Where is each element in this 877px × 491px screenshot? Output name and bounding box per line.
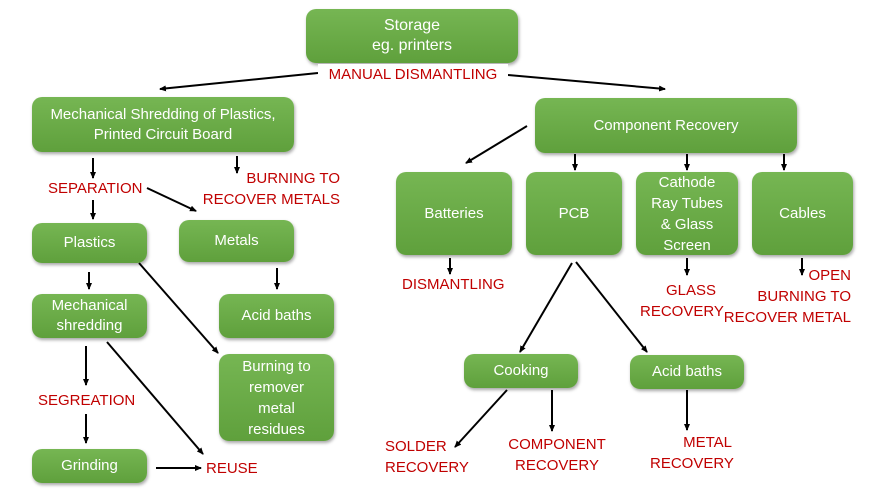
node-mechanical-shredding: Mechanical shredding <box>32 294 147 338</box>
label-component-recovery: COMPONENT RECOVERY <box>508 436 606 474</box>
node-acid-baths-right: Acid baths <box>630 355 744 389</box>
label-burning-recover-metals: BURNING TO RECOVER METALS <box>202 170 340 208</box>
label-glass-recovery: GLASS RECOVERY <box>640 282 724 320</box>
label-open-burning: OPEN BURNING TO RECOVER METAL <box>723 267 851 326</box>
arrow-mech-reuse <box>106 341 204 455</box>
node-storage: Storage eg. printers <box>306 9 518 63</box>
node-cables: Cables <box>752 172 853 255</box>
node-component-recovery: Component Recovery <box>535 98 797 153</box>
node-burning-to-remover: Burning to remover metal residues <box>219 354 334 441</box>
label-manual-dismantling: MANUAL DISMANTLING <box>318 64 508 85</box>
node-acid-baths-left: Acid baths <box>219 294 334 338</box>
label-reuse: REUSE <box>206 460 258 477</box>
arrow-manual-right <box>507 74 666 92</box>
label-metal-recovery: METAL RECOVERY <box>650 434 734 472</box>
node-metals: Metals <box>179 220 294 262</box>
label-dismantling: DISMANTLING <box>402 276 505 293</box>
node-cooking: Cooking <box>464 354 578 388</box>
node-plastics: Plastics <box>32 223 147 263</box>
node-pcb: PCB <box>526 172 622 255</box>
node-cathode-ray-tubes: Cathode Ray Tubes & Glass Screen <box>636 172 738 255</box>
arrow-cooking-solder <box>454 389 508 448</box>
arrow-plastics-burning <box>138 262 219 354</box>
arrow-pcb-cooking <box>519 262 573 353</box>
arrow-separation-metals <box>146 187 197 212</box>
label-separation: SEPARATION <box>48 180 143 197</box>
arrow-cr-batteries <box>465 125 528 164</box>
arrow-pcb-acid <box>575 261 648 353</box>
node-mechanical-shredding-plastics-pcb: Mechanical Shredding of Plastics, Printe… <box>32 97 294 152</box>
node-batteries: Batteries <box>396 172 512 255</box>
arrow-manual-left <box>159 72 319 92</box>
node-grinding: Grinding <box>32 449 147 483</box>
label-segreation: SEGREATION <box>38 392 136 409</box>
label-solder-recovery: SOLDER RECOVERY <box>385 438 469 476</box>
